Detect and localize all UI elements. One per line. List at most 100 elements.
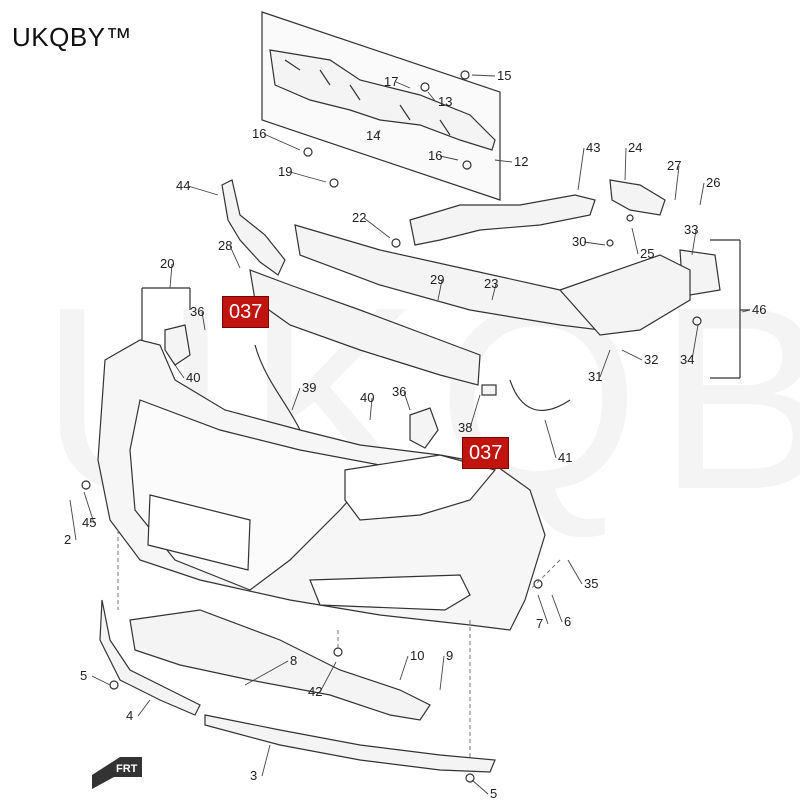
callout-label-33: 33 (684, 222, 698, 237)
leader-line (551, 594, 563, 623)
callout-label-42: 42 (308, 684, 322, 699)
leader-line (229, 245, 241, 269)
callout-label-17: 17 (384, 74, 398, 89)
leader-line (544, 419, 557, 459)
leader-line (169, 263, 173, 289)
wiring-harness-41 (509, 379, 571, 411)
callout-label-38: 38 (458, 420, 472, 435)
callout-label-5: 5 (80, 668, 87, 683)
callout-label-34: 34 (680, 352, 694, 367)
callout-label-19: 19 (278, 164, 292, 179)
leader-line (395, 81, 411, 89)
svg-text:FRT: FRT (116, 763, 138, 775)
upper-bracket-43 (409, 194, 596, 246)
callout-label-39: 39 (302, 380, 316, 395)
callout-label-44: 44 (176, 178, 190, 193)
leader-line (261, 744, 271, 777)
leader-line (399, 655, 409, 681)
leader-line (621, 349, 643, 361)
callout-label-32: 32 (644, 352, 658, 367)
leader-line (699, 182, 705, 206)
callout-label-36: 36 (392, 384, 406, 399)
callout-label-2: 2 (64, 532, 71, 547)
leader-line (174, 364, 185, 379)
leader-line (289, 171, 327, 183)
callout-label-3: 3 (250, 768, 257, 783)
callout-label-16: 16 (428, 148, 442, 163)
callout-label-40: 40 (186, 370, 200, 385)
leader-line (363, 217, 391, 239)
leader-line (427, 91, 437, 103)
callout-label-43: 43 (586, 140, 600, 155)
callout-label-24: 24 (628, 140, 642, 155)
headlamp-cut (344, 454, 497, 521)
impact-bar-32 (558, 254, 691, 336)
leader-line (624, 147, 627, 181)
leader-line (291, 387, 301, 411)
leader-line (69, 499, 77, 541)
leader-line (599, 349, 611, 378)
callout-label-4: 4 (126, 708, 133, 723)
callout-label-29: 29 (430, 272, 444, 287)
wiring-harness-39 (254, 344, 301, 431)
callout-label-41: 41 (558, 450, 572, 465)
leader-line (741, 309, 751, 313)
callout-label-46: 46 (752, 302, 766, 317)
callout-label-27: 27 (667, 158, 681, 173)
leader-line (537, 594, 549, 625)
callout-label-30: 30 (572, 234, 586, 249)
leader-line (439, 155, 459, 161)
leader-line (369, 397, 373, 421)
leader-line (674, 165, 680, 201)
callout-label-13: 13 (438, 94, 452, 109)
leader-line (583, 241, 606, 246)
leader-line (577, 147, 585, 191)
callout-label-14: 14 (366, 128, 380, 143)
callout-label-10: 10 (410, 648, 424, 663)
callout-label-25: 25 (640, 246, 654, 261)
callout-label-5: 5 (490, 786, 497, 800)
leader-line (91, 675, 111, 686)
leader-line (471, 74, 496, 77)
leader-line (83, 491, 95, 524)
license-plate-area (147, 494, 251, 571)
front-direction-arrow: FRT (92, 757, 142, 789)
callout-label-12: 12 (514, 154, 528, 169)
fog-lamp-opening (309, 574, 471, 611)
leader-line (263, 133, 301, 151)
callout-label-16: 16 (252, 126, 266, 141)
leader-line (244, 660, 289, 686)
callout-label-9: 9 (446, 648, 453, 663)
leader-line (471, 779, 489, 795)
callout-label-45: 45 (82, 515, 96, 530)
leader-line (469, 394, 481, 429)
callout-label-22: 22 (352, 210, 366, 225)
callout-label-6: 6 (564, 614, 571, 629)
leader-line (439, 655, 445, 691)
callout-label-35: 35 (584, 576, 598, 591)
leader-line (691, 324, 699, 361)
callout-label-31: 31 (588, 369, 602, 384)
callout-label-20: 20 (160, 256, 174, 271)
leader-line (437, 279, 443, 301)
leader-line (137, 699, 151, 717)
callout-label-8: 8 (290, 653, 297, 668)
part-badge-037: 037 (222, 296, 270, 328)
leader-line (494, 159, 513, 163)
brand-logo: UKQBY™ (12, 22, 133, 52)
callout-label-23: 23 (484, 276, 498, 291)
callout-label-40: 40 (360, 390, 374, 405)
leader-line (201, 311, 206, 331)
leader-line (377, 129, 381, 137)
callout-label-26: 26 (706, 175, 720, 190)
callout-label-36: 36 (190, 304, 204, 319)
leader-line (691, 229, 697, 256)
leader-line (491, 283, 497, 301)
impact-bar-28 (249, 269, 481, 386)
callout-label-15: 15 (497, 68, 511, 83)
sensor-bracket-36-left (164, 324, 191, 366)
reinforcement-bracket (269, 49, 496, 151)
leader-line (187, 185, 219, 196)
callout-label-7: 7 (536, 616, 543, 631)
